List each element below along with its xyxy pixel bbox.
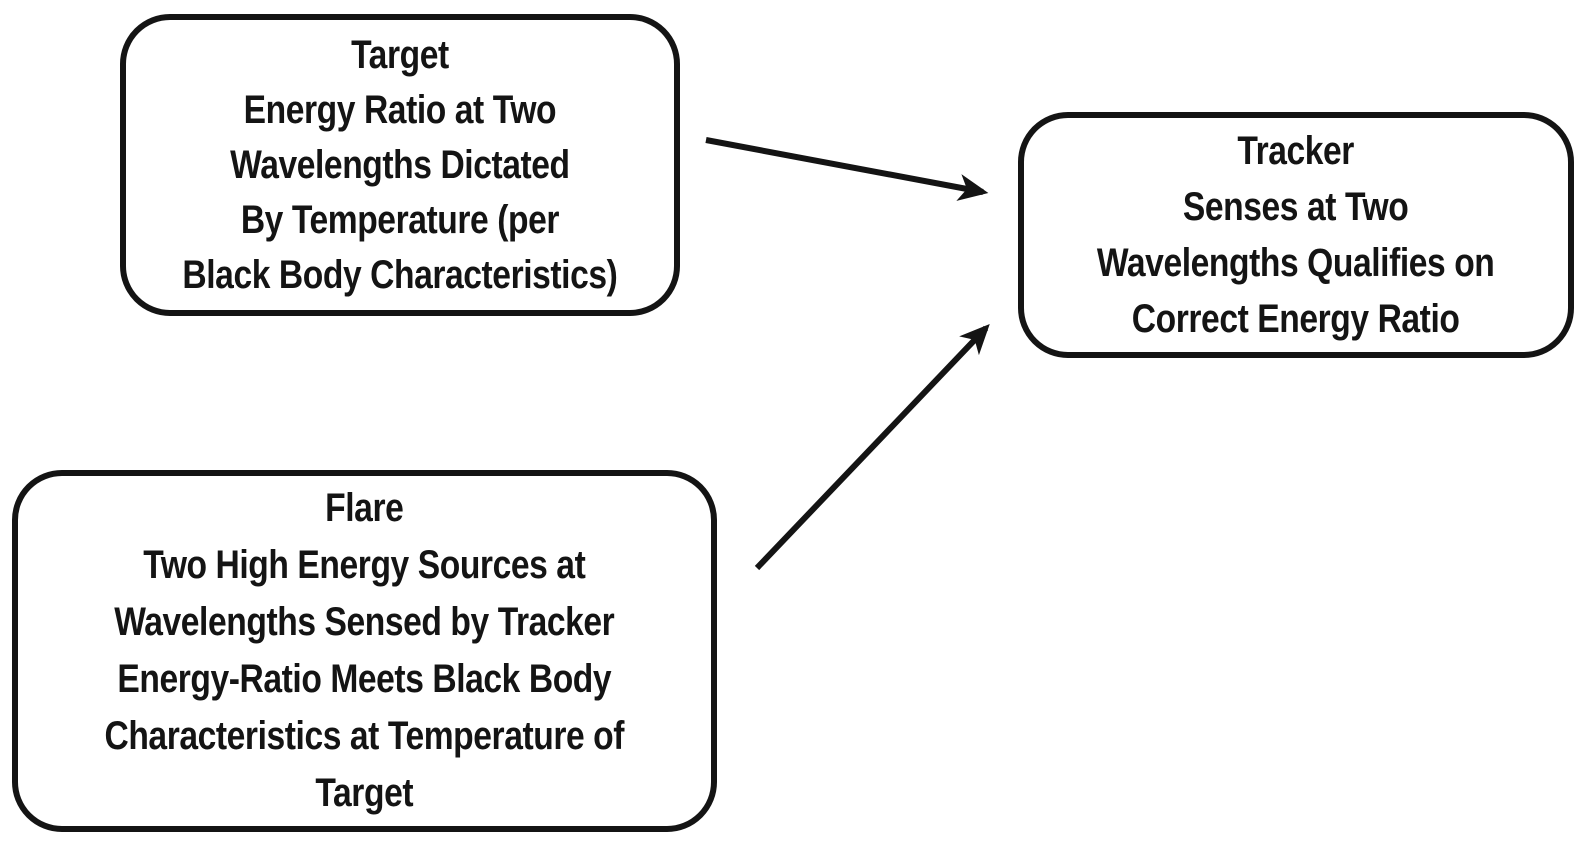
node-target-line-3: By Temperature (per: [240, 197, 560, 242]
node-flare-line-2: Wavelengths Sensed by Tracker: [114, 600, 615, 644]
node-tracker-line-3: Correct Energy Ratio: [1132, 297, 1460, 341]
node-target-line-1: Energy Ratio at Two: [243, 87, 557, 132]
node-flare-text: Flare Two High Energy Sources at Wavelen…: [105, 480, 625, 822]
node-tracker-title: Tracker: [1237, 129, 1355, 173]
arrow-flare-to-tracker: [754, 324, 990, 571]
node-target-text: Target Energy Ratio at Two Wavelengths D…: [183, 28, 618, 303]
node-flare-line-3: Energy-Ratio Meets Black Body: [117, 657, 612, 701]
arrow-target-to-tracker: [705, 137, 989, 201]
node-target-title: Target: [351, 32, 449, 77]
node-target-line-2: Wavelengths Dictated: [230, 142, 570, 187]
node-flare-line-5: Target: [315, 771, 414, 815]
node-flare: Flare Two High Energy Sources at Wavelen…: [12, 470, 717, 832]
node-tracker-text: Tracker Senses at Two Wavelengths Qualif…: [1097, 123, 1495, 347]
node-tracker-line-1: Senses at Two: [1183, 185, 1409, 229]
node-tracker-line-2: Wavelengths Qualifies on: [1097, 241, 1495, 285]
node-target-line-4: Black Body Characteristics): [182, 252, 618, 297]
node-flare-line-4: Characteristics at Temperature of: [104, 714, 625, 758]
node-flare-title: Flare: [325, 486, 404, 530]
node-tracker: Tracker Senses at Two Wavelengths Qualif…: [1018, 112, 1574, 358]
node-target: Target Energy Ratio at Two Wavelengths D…: [120, 14, 680, 316]
node-flare-line-1: Two High Energy Sources at: [143, 543, 586, 587]
